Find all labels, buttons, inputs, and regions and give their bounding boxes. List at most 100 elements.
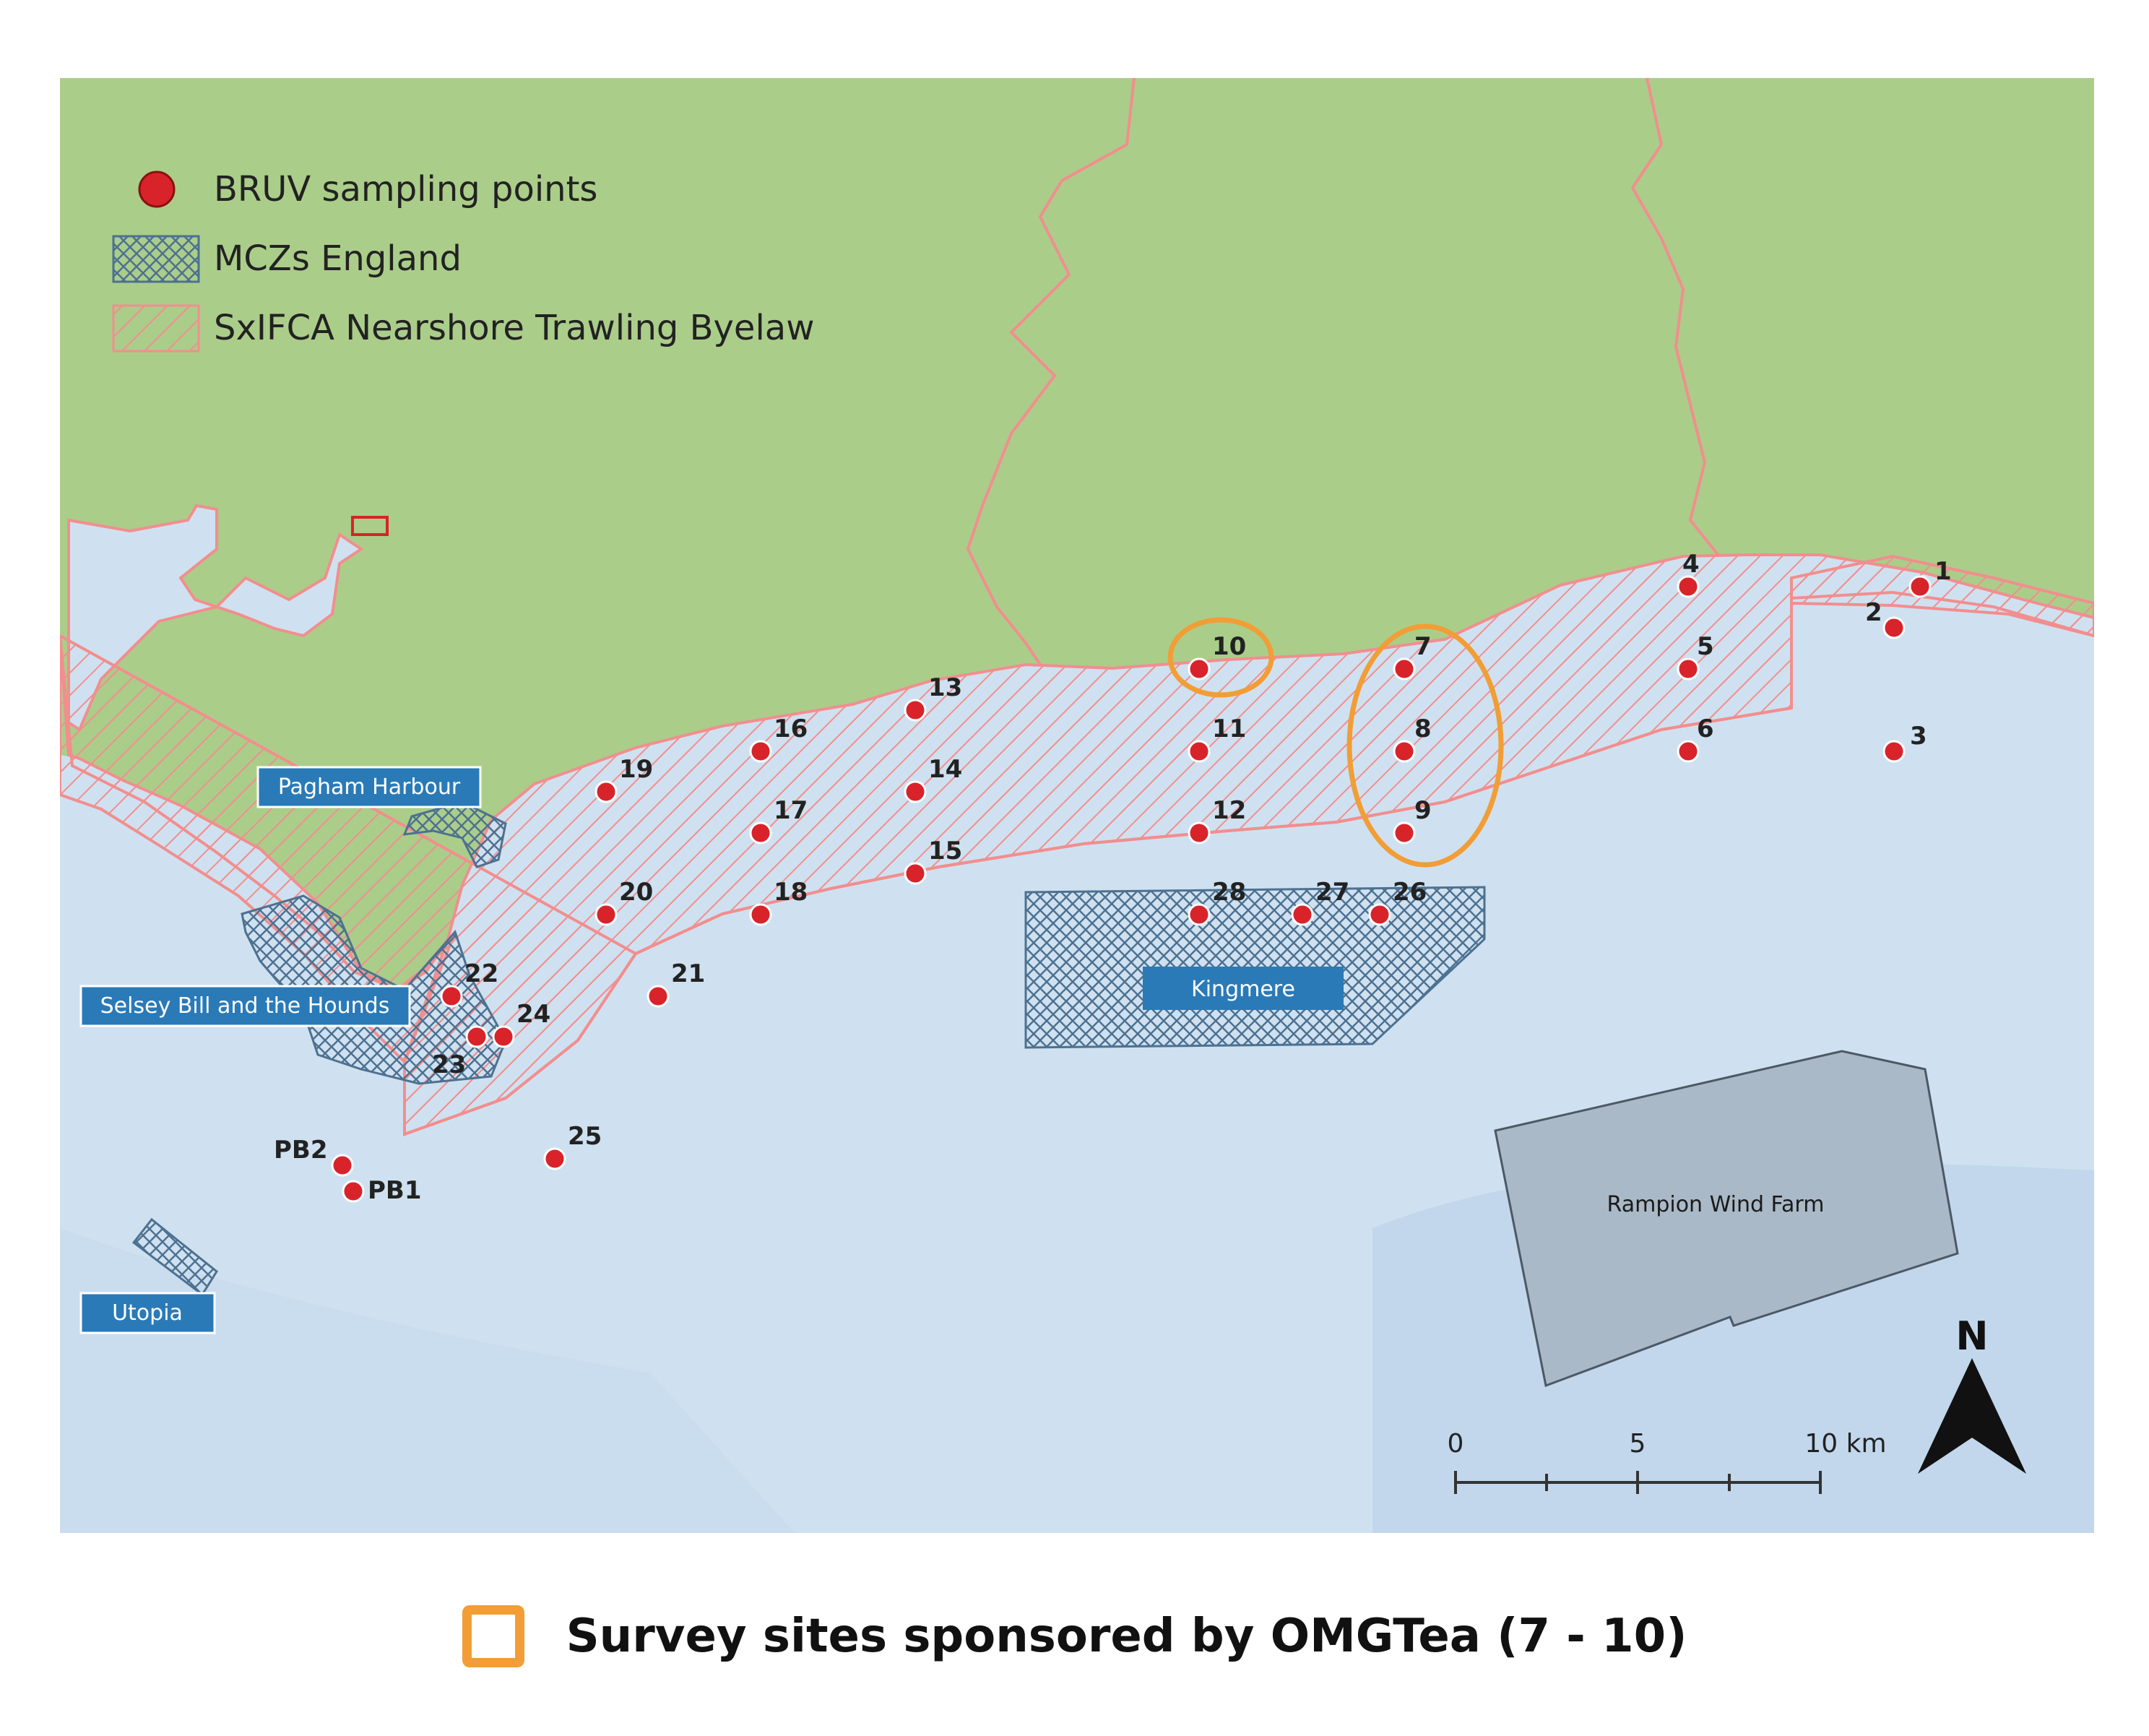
sampling-point-label-12: 12 xyxy=(1212,796,1246,825)
small-red-box xyxy=(351,516,389,536)
sampling-point-label-24: 24 xyxy=(516,1000,550,1029)
sampling-point-label-4: 4 xyxy=(1682,550,1700,579)
north-label: N xyxy=(1955,1313,1988,1359)
sampling-point-9 xyxy=(1393,821,1416,845)
scale-bar: 0 5 10 km xyxy=(1448,1429,1887,1494)
sampling-point-label-28: 28 xyxy=(1212,878,1246,907)
sampling-point-17 xyxy=(749,821,772,845)
highlight-ellipse-site-10 xyxy=(1167,617,1274,698)
sampling-point-19 xyxy=(594,780,618,803)
sampling-point-label-3: 3 xyxy=(1910,722,1927,751)
legend-crosshatch-swatch-icon xyxy=(112,235,200,283)
sampling-point-25 xyxy=(543,1147,566,1170)
label-pagham-text: Pagham Harbour xyxy=(278,774,461,800)
sampling-point-24 xyxy=(492,1025,515,1048)
label-selsey: Selsey Bill and the Hounds xyxy=(79,985,411,1027)
north-arrow: N xyxy=(1918,1313,2026,1474)
sampling-point-13 xyxy=(904,699,927,722)
highlight-key-swatch-icon xyxy=(462,1605,524,1667)
sampling-point-4 xyxy=(1677,575,1700,598)
sampling-point-label-1: 1 xyxy=(1934,557,1952,586)
north-arrow-icon xyxy=(1918,1358,2026,1474)
sampling-point-8 xyxy=(1393,740,1416,763)
map-frame xyxy=(60,78,2094,1533)
mcz-utopia xyxy=(131,1217,218,1297)
legend: BRUV sampling points MCZs England SxIFCA… xyxy=(112,169,814,353)
rampion-wind-farm xyxy=(1494,1050,1959,1388)
sampling-point-label-5: 5 xyxy=(1697,632,1714,661)
sampling-point-22 xyxy=(440,985,463,1008)
sampling-point-26 xyxy=(1368,903,1391,926)
label-utopia: Utopia xyxy=(79,1292,216,1334)
sampling-point-label-21: 21 xyxy=(671,959,705,988)
land xyxy=(60,78,2094,990)
label-selsey-text: Selsey Bill and the Hounds xyxy=(100,993,390,1019)
sampling-point-14 xyxy=(904,780,927,803)
legend-diagonal-hatch-swatch-icon xyxy=(112,304,200,353)
legend-item-byelaw: SxIFCA Nearshore Trawling Byelaw xyxy=(214,308,814,348)
sampling-point-21 xyxy=(647,985,670,1008)
sampling-point-label-2: 2 xyxy=(1865,598,1882,627)
sampling-point-28 xyxy=(1188,903,1211,926)
sampling-point-18 xyxy=(749,903,772,926)
sampling-point-PB1 xyxy=(342,1180,365,1203)
legend-red-dot-icon xyxy=(138,170,176,208)
sampling-point-23 xyxy=(465,1025,488,1048)
sampling-point-label-14: 14 xyxy=(928,755,962,784)
sampling-point-label-8: 8 xyxy=(1414,714,1432,743)
footer-caption: Survey sites sponsored by OMGTea (7 - 10… xyxy=(566,1610,1687,1663)
footer: Survey sites sponsored by OMGTea (7 - 10… xyxy=(0,1586,2149,1687)
sampling-point-label-23: 23 xyxy=(432,1050,466,1079)
sampling-point-label-6: 6 xyxy=(1697,714,1714,743)
sampling-point-12 xyxy=(1188,821,1211,845)
sampling-point-5 xyxy=(1677,657,1700,681)
scale-tick-0: 0 xyxy=(1448,1429,1464,1459)
sampling-point-10 xyxy=(1188,657,1211,681)
sampling-point-label-PB1: PB1 xyxy=(368,1176,422,1205)
label-kingmere-text: Kingmere xyxy=(1191,977,1295,1002)
byelaw-zone-band xyxy=(403,553,2094,1136)
label-rampion-text: Rampion Wind Farm xyxy=(1607,1192,1825,1217)
scale-tick-10: 10 km xyxy=(1804,1429,1886,1459)
sampling-point-27 xyxy=(1291,903,1314,926)
sampling-point-label-20: 20 xyxy=(619,878,653,907)
sampling-point-label-7: 7 xyxy=(1414,632,1432,661)
sampling-points: 1234567891011121314151617181920212223242… xyxy=(274,550,1952,1205)
sampling-point-2 xyxy=(1882,616,1906,639)
sampling-point-label-25: 25 xyxy=(568,1122,602,1151)
estuary xyxy=(67,504,364,732)
sampling-point-label-16: 16 xyxy=(774,714,808,743)
label-utopia-text: Utopia xyxy=(112,1300,183,1326)
sampling-point-label-19: 19 xyxy=(619,755,653,784)
sampling-point-20 xyxy=(594,903,618,926)
sampling-point-label-10: 10 xyxy=(1212,632,1246,661)
sampling-point-label-22: 22 xyxy=(464,959,498,988)
sampling-point-6 xyxy=(1677,740,1700,763)
sampling-point-label-11: 11 xyxy=(1212,714,1246,743)
sampling-point-label-27: 27 xyxy=(1315,878,1349,907)
sampling-point-15 xyxy=(904,862,927,885)
sampling-point-label-9: 9 xyxy=(1414,796,1432,825)
mcz-pagham xyxy=(402,800,507,868)
sampling-point-label-13: 13 xyxy=(928,673,962,702)
sampling-point-label-18: 18 xyxy=(774,878,808,907)
legend-item-mcz: MCZs England xyxy=(214,238,462,279)
sampling-point-3 xyxy=(1882,740,1906,763)
legend-item-bruv: BRUV sampling points xyxy=(214,169,597,210)
label-pagham-harbour: Pagham Harbour xyxy=(256,766,482,808)
sampling-point-label-26: 26 xyxy=(1393,878,1427,907)
sampling-point-1 xyxy=(1908,575,1932,598)
label-kingmere: Kingmere xyxy=(1143,967,1344,1010)
sampling-point-label-17: 17 xyxy=(774,796,808,825)
highlight-ellipse-sites-7-9 xyxy=(1346,623,1504,868)
sea-shading xyxy=(60,1228,795,1533)
county-border-west xyxy=(966,78,1136,666)
sampling-point-label-15: 15 xyxy=(928,837,962,865)
county-border-east xyxy=(1630,78,1721,558)
scale-tick-5: 5 xyxy=(1630,1429,1646,1459)
sampling-point-7 xyxy=(1393,657,1416,681)
sampling-point-16 xyxy=(749,740,772,763)
sampling-point-label-PB2: PB2 xyxy=(274,1136,328,1165)
sampling-point-PB2 xyxy=(331,1154,354,1177)
